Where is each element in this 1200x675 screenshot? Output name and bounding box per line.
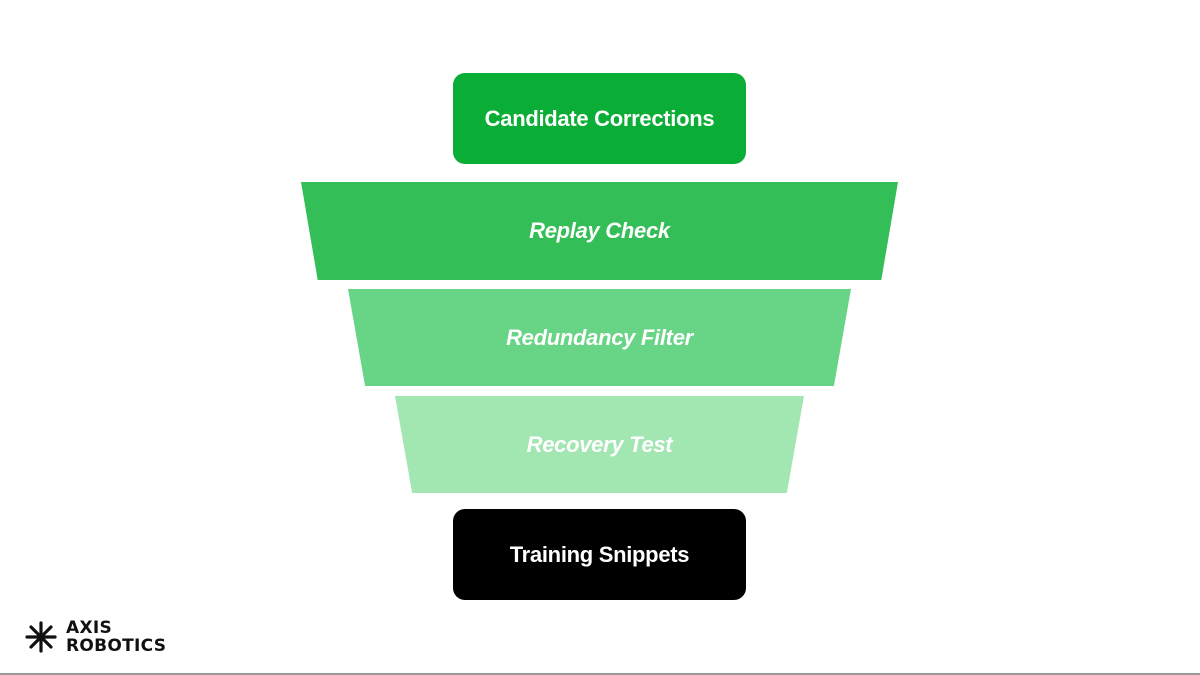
logo-text-robotics: ROBOTICS [66,636,167,656]
candidate-corrections-box: Candidate Corrections [453,73,746,164]
funnel-stage-label: Replay Check [529,218,670,243]
logo-text-axis: AXIS [66,618,113,638]
funnel-stage-replay-check: Replay Check [301,182,898,280]
funnel-stage-redundancy-filter: Redundancy Filter [348,289,851,386]
starburst-icon [25,621,57,653]
training-snippets-label: Training Snippets [509,541,690,567]
funnel-stage-label: Recovery Test [526,431,673,457]
bottom-divider [0,673,1200,675]
brand-logo: AXIS ROBOTICS [24,619,166,655]
funnel-stage-recovery-test: Recovery Test [395,396,804,493]
funnel-stage-label: Redundancy Filter [506,324,693,350]
candidate-corrections-label: Candidate Corrections [484,105,715,131]
training-snippets-box: Training Snippets [453,509,746,600]
